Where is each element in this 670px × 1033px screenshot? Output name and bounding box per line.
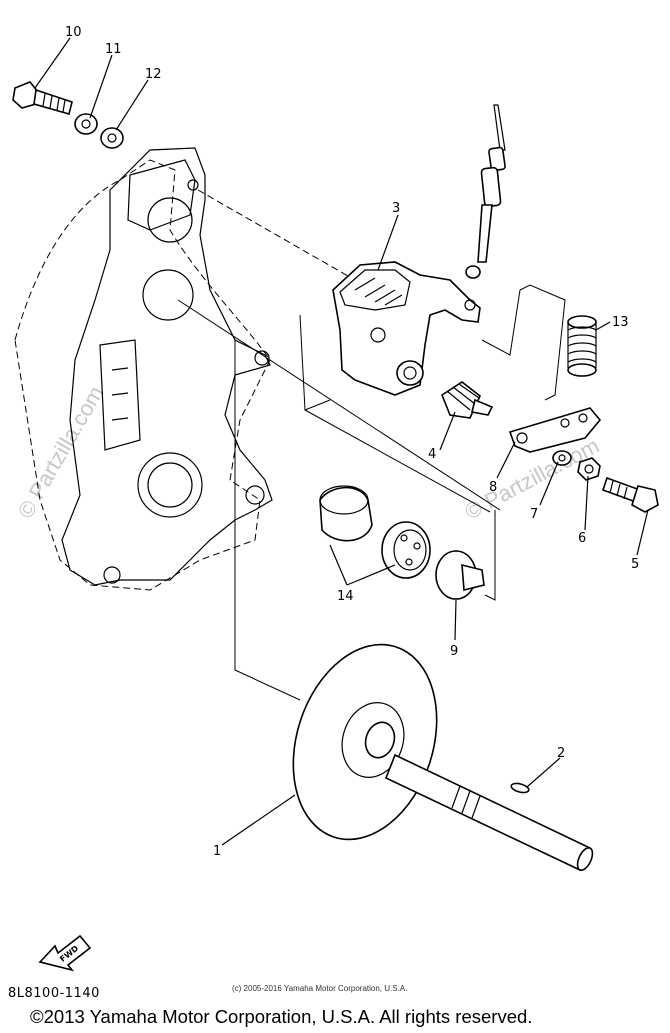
worm-gear-4 (441, 381, 494, 419)
guide-housing-to-kit (177, 299, 501, 511)
callout-5: 5 (631, 557, 639, 572)
washer-12 (100, 127, 124, 149)
bolt-5 (601, 476, 659, 513)
callout-4: 4 (428, 447, 436, 462)
leader-lines (34, 37, 649, 846)
footer-copyright-text: ©2013 Yamaha Motor Corporation, U.S.A. A… (30, 1006, 533, 1027)
callout-8: 8 (489, 480, 497, 495)
callout-7: 7 (530, 507, 538, 522)
guide-spring-link (481, 289, 521, 356)
pulley-1 (292, 643, 438, 841)
diagram-part-code: 8L8100-1140 (8, 986, 100, 1001)
control-lever-3 (332, 261, 481, 396)
spring-13 (567, 315, 597, 377)
gear-14 (381, 521, 431, 579)
guide-housing-to-pulley (234, 340, 301, 701)
callout-2: 2 (557, 746, 565, 761)
guide-bracket-right (484, 510, 496, 601)
gear-case-housing (14, 147, 273, 591)
nut-6 (577, 457, 601, 481)
guide-spring-bracket (519, 284, 566, 401)
guide-bolt-to-lever (197, 189, 356, 281)
washer-7 (552, 450, 572, 466)
callout-labels: 10 11 12 3 13 4 8 7 6 5 14 9 1 2 (65, 25, 639, 859)
callout-6: 6 (578, 531, 586, 546)
callout-12: 12 (145, 67, 162, 82)
callout-3: 3 (392, 201, 400, 216)
throttle-cable (465, 104, 506, 279)
watermark-left: © Partzilla.com (13, 382, 109, 523)
plate-8 (508, 407, 602, 453)
callout-10: 10 (65, 25, 82, 40)
guide-bracket-bottom (304, 409, 491, 513)
forward-arrow-icon: FWD (38, 934, 92, 972)
callout-1: 1 (213, 844, 221, 859)
small-copyright-text: (c) 2005-2016 Yamaha Motor Corporation, … (232, 984, 408, 993)
drive-shaft (384, 753, 594, 872)
shaft-gear-9 (435, 550, 485, 600)
cap-14 (319, 485, 373, 542)
callout-11: 11 (105, 42, 122, 57)
callout-9: 9 (450, 644, 458, 659)
callout-14: 14 (337, 589, 354, 604)
lock-washer-11 (74, 113, 98, 135)
bolt-10 (12, 81, 73, 115)
key-2 (510, 782, 530, 794)
callout-13: 13 (612, 315, 629, 330)
